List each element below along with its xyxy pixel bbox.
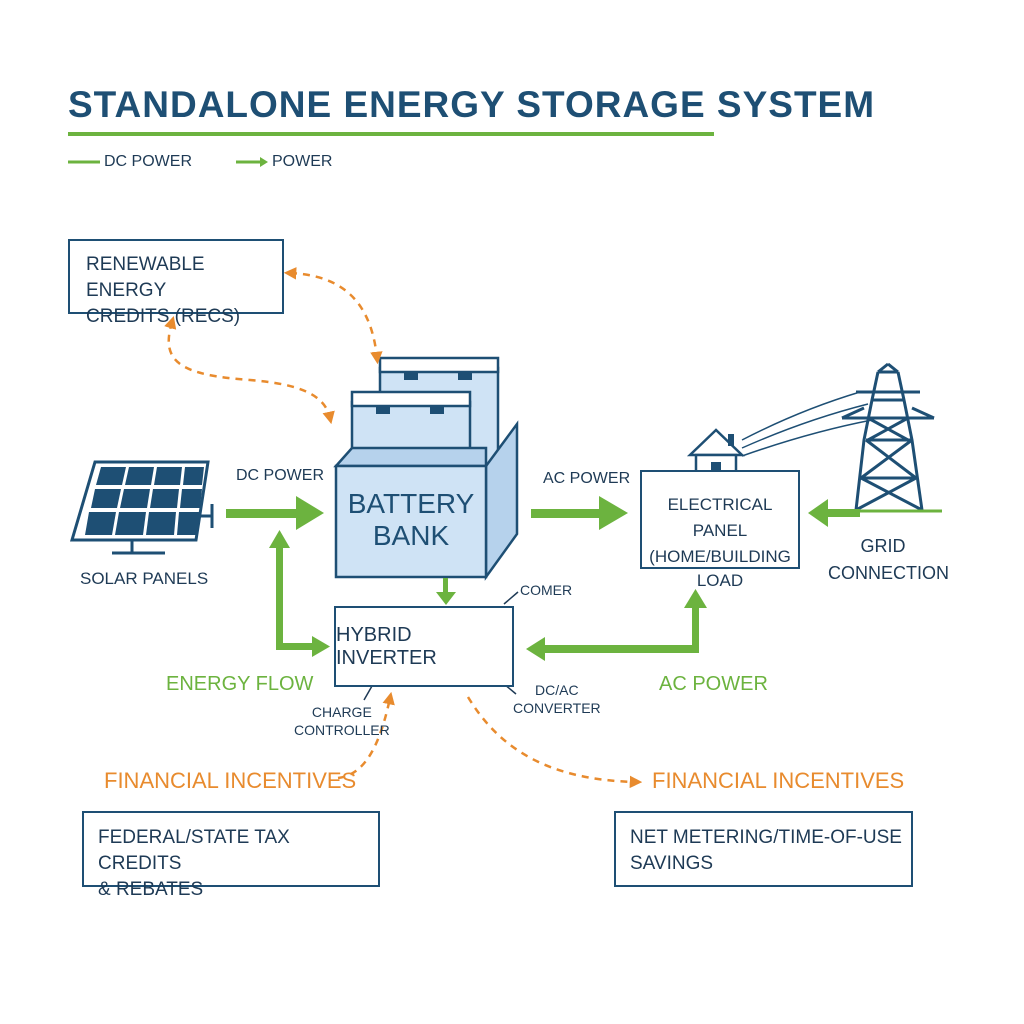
comer-label: COMER [520, 582, 573, 598]
recs-box: RENEWABLE ENERGY CREDITS (RECS) [68, 239, 284, 327]
converter-line-2: CONVERTER [513, 700, 601, 716]
panel-line-3: LOAD [696, 571, 744, 590]
grid-line-2: CONNECTION [828, 563, 949, 583]
legend-power-arrow [236, 157, 268, 167]
arrow-energy-flow-loop [269, 530, 330, 657]
solar-panels-label: SOLAR PANELS [80, 569, 209, 588]
financial-incentives-right-heading: FINANCIAL INCENTIVES [652, 768, 905, 793]
page-title: STANDALONE ENERGY STORAGE SYSTEM [68, 84, 876, 125]
battery-bank-graphic [333, 356, 519, 581]
ac-power-top-label: AC POWER [543, 470, 631, 487]
ac-power-bottom-label: AC POWER [659, 673, 768, 695]
power-lines [741, 391, 873, 457]
net-metering-line-2: SAVINGS [630, 853, 714, 874]
hybrid-inverter-box: HYBRID INVERTER [334, 606, 514, 687]
electrical-panel-box: ELECTRICAL PANEL (HOME/BUILDING LOAD [640, 470, 800, 590]
battery-line-1: BATTERY [347, 488, 475, 519]
solar-panel-icon [69, 460, 214, 555]
recs-line-1: RENEWABLE ENERGY [86, 254, 205, 301]
title-underline [68, 132, 714, 136]
transmission-tower-icon [841, 362, 935, 512]
legend-dc-power-label: DC POWER [104, 153, 192, 170]
battery-line-2: BANK [372, 520, 450, 551]
panel-line-1: ELECTRICAL PANEL [667, 495, 773, 540]
dc-ac-converter-label: DC/AC CONVERTER [513, 681, 601, 717]
dashed-recs-to-battery-left [164, 316, 335, 425]
dashed-incentive-to-charge [337, 691, 395, 780]
financial-incentives-left-heading: FINANCIAL INCENTIVES [104, 768, 357, 793]
tax-credits-line-1: FEDERAL/STATE TAX CREDITS [98, 827, 290, 874]
dc-power-flow-label: DC POWER [236, 467, 324, 484]
house-icon [686, 428, 746, 477]
net-metering-line-1: NET METERING/TIME-OF-USE [630, 827, 902, 848]
panel-line-2: (HOME/BUILDING [649, 547, 791, 566]
grid-connection-label: GRID CONNECTION [828, 533, 949, 587]
net-metering-box: NET METERING/TIME-OF-USE SAVINGS [614, 811, 913, 887]
tax-credits-box: FEDERAL/STATE TAX CREDITS & REBATES [82, 811, 380, 900]
tax-credits-line-2: & REBATES [98, 879, 204, 900]
energy-flow-label: ENERGY FLOW [166, 673, 314, 695]
charge-controller-label: CHARGE CONTROLLER [294, 703, 390, 739]
converter-line-1: DC/AC [535, 682, 579, 698]
arrow-grid-to-panel [808, 499, 860, 527]
grid-line-1: GRID [860, 536, 906, 556]
charge-line-2: CONTROLLER [294, 722, 390, 738]
recs-line-2: CREDITS (RECS) [86, 306, 241, 327]
dashed-recs-to-battery-top [283, 267, 383, 365]
arrow-panel-to-inverter [526, 589, 707, 661]
arrow-solar-to-battery [226, 496, 324, 530]
arrow-battery-to-inverter [436, 578, 456, 605]
hybrid-inverter-label: HYBRID INVERTER [336, 623, 437, 669]
charge-line-1: CHARGE [311, 704, 372, 720]
orange-dashed-arrows [164, 267, 643, 789]
battery-bank-label: BATTERY BANK [336, 488, 486, 552]
legend-power-label: POWER [272, 153, 333, 170]
arrow-battery-to-panel [531, 496, 628, 530]
